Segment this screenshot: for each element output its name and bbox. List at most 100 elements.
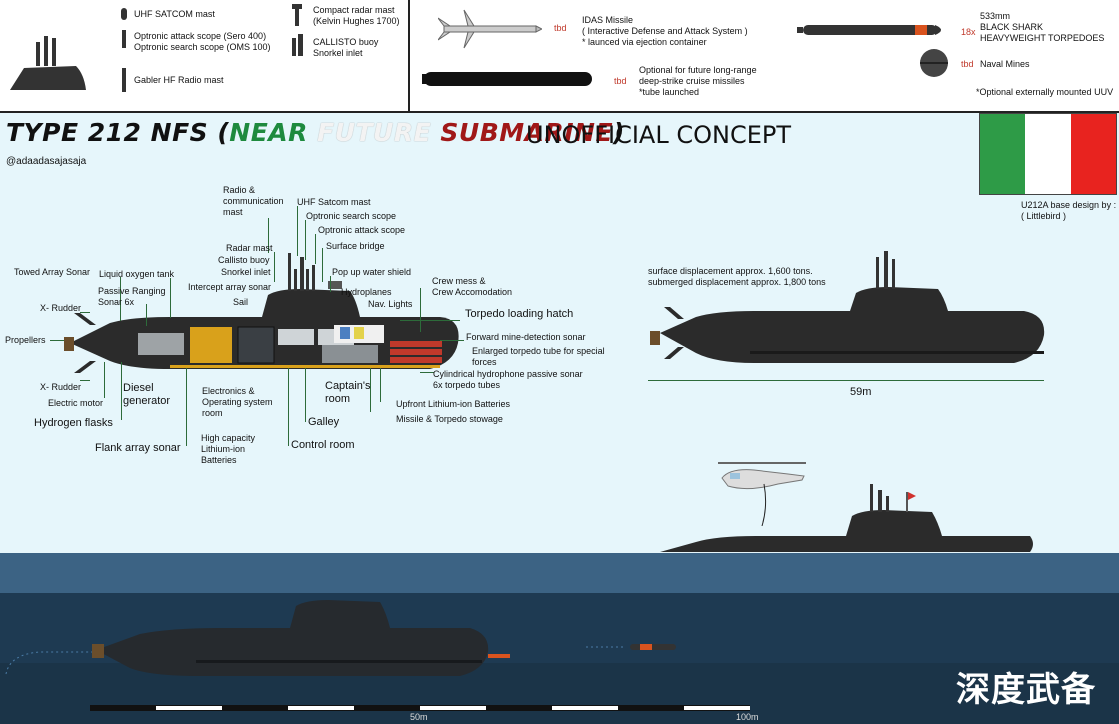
leader-galley (305, 368, 306, 422)
cruise-tbd: tbd (614, 76, 627, 86)
leader-search (305, 220, 306, 260)
label-sail: Sail (233, 297, 249, 307)
leader-propellers (50, 340, 64, 341)
leader-motor (104, 362, 105, 398)
submerged-submarine (5, 600, 510, 676)
idas-missile-icon (438, 9, 542, 49)
label-callisto: Callisto buoy (218, 255, 270, 265)
leader-popup (330, 276, 331, 292)
italy-flag (979, 113, 1117, 195)
watermark: 深度武备 (956, 670, 1096, 710)
legend-uhf-satcom: UHF SATCOM mast (134, 9, 215, 19)
label-towed-array: Towed Array Sonar (14, 267, 91, 277)
leader-towed (120, 277, 121, 321)
title-submarine: SUBMARINE (440, 118, 614, 147)
leader-tubes (420, 372, 434, 373)
torpedo-size: 533mm (980, 11, 1011, 21)
uuv-note: *Optional externally mounted UUV (976, 87, 1114, 97)
author-handle: @adaadasajasaja (6, 156, 87, 167)
flag-white (1025, 114, 1071, 194)
leader-lox (170, 278, 171, 318)
legend-callisto-1: CALLISTO buoy (313, 37, 379, 47)
legend-masts-section: UHF SATCOM mast Optronic attack scope (S… (0, 0, 410, 111)
label-uhf-satcom: UHF Satcom mast (297, 197, 371, 207)
legend-optronic-1: Optronic attack scope (Sero 400) (134, 31, 267, 41)
label-captain-1: Captain's (325, 380, 371, 392)
helicopter-icon (718, 462, 806, 526)
idas-line1: IDAS Missile (582, 15, 634, 25)
title-prefix: TYPE 212 NFS ( (6, 118, 230, 147)
cruise-missile-icon (422, 72, 592, 86)
leader-control (288, 368, 289, 446)
torpedo-line2: HEAVYWEIGHT TORPEDOES (980, 33, 1105, 43)
label-torpedo-hatch: Torpedo loading hatch (465, 308, 574, 320)
leader-xrudder-bottom (80, 380, 90, 381)
label-galley: Galley (308, 416, 340, 428)
label-crew-1: Crew mess & (432, 276, 486, 286)
label-enlarged-2: forces (472, 357, 497, 367)
title-suffix: ) (613, 118, 625, 147)
label-xrudder-top: X- Rudder (40, 303, 82, 313)
label-intercept-sonar: Intercept array sonar (188, 282, 272, 292)
spec-length: 59m (850, 386, 872, 398)
title-near: NEAR (229, 118, 308, 147)
naval-mine-icon (920, 49, 948, 77)
leader-radar (274, 252, 275, 282)
idas-line2: ( Interactive Defense and Attack System … (582, 26, 748, 36)
page-subtitle: UNOFFICIAL CONCEPT (526, 121, 792, 149)
label-electronics-1: Electronics & (202, 386, 255, 396)
label-hydroplanes: Hydroplanes (341, 287, 392, 297)
torpedo-line1: BLACK SHARK (980, 22, 1044, 32)
leader-uhf (297, 206, 298, 256)
legend-panel: UHF SATCOM mast Optronic attack scope (S… (0, 0, 1119, 113)
legend-callisto-2: Snorkel inlet (313, 48, 363, 58)
leader-bridge (322, 248, 323, 282)
length-dimension-line (648, 380, 1044, 381)
cruise-line1: Optional for future long-range (639, 65, 757, 75)
label-radio-1: Radio & (223, 185, 256, 195)
scale-end-label: 100m (736, 712, 759, 722)
label-electronics-2: Operating system (202, 397, 273, 407)
leader-radio (268, 218, 269, 253)
legend-gabler: Gabler HF Radio mast (134, 75, 224, 85)
credit-line2: ( Littlebird ) (1021, 211, 1067, 221)
label-propellers: Propellers (5, 335, 46, 345)
label-optronic-attack: Optronic attack scope (318, 225, 406, 235)
leader-hatch (400, 320, 460, 321)
spec-surface-displacement: surface displacement approx. 1,600 tons. (648, 266, 813, 276)
label-missile-stowage: Missile & Torpedo stowage (396, 414, 503, 424)
label-diesel-1: Diesel (123, 382, 154, 394)
label-enlarged-1: Enlarged torpedo tube for special (472, 346, 605, 356)
legend-radar-2: (Kelvin Hughes 1700) (313, 16, 400, 26)
label-radio-2: communication (223, 196, 284, 206)
scale-bar (90, 705, 750, 711)
leader-upfront (380, 368, 381, 402)
label-upfront-batteries: Upfront Lithium-ion Batteries (396, 399, 511, 409)
label-xrudder-bottom: X- Rudder (40, 382, 82, 392)
cutaway-submarine (64, 253, 459, 373)
title-future: FUTURE (317, 118, 432, 147)
label-cyl-sonar: Cylindrical hydrophone passive sonar (433, 369, 583, 379)
leader-ranging (146, 304, 147, 326)
mines-label: Naval Mines (980, 59, 1030, 69)
credit-line1: U212A base design by : (1021, 200, 1117, 210)
label-snorkel: Snorkel inlet (221, 267, 271, 277)
sail-silhouette-icon (10, 36, 86, 90)
black-shark-torpedo-icon (797, 25, 941, 35)
label-radar-mast: Radar mast (226, 243, 273, 253)
label-flank-sonar: Flank array sonar (95, 442, 181, 454)
flag-red (1070, 114, 1116, 194)
surfaced-submarine (660, 484, 1033, 552)
label-batteries-2: Lithium-ion (201, 444, 246, 454)
leader-xrudder-top (80, 312, 90, 313)
label-captain-2: room (325, 393, 351, 405)
label-torpedo-tubes: 6x torpedo tubes (433, 380, 501, 390)
torpedo-count: 18x (961, 27, 976, 37)
label-ranging-1: Passive Ranging (98, 286, 166, 296)
mines-tbd: tbd (961, 59, 974, 69)
optronic-scope-icon (122, 30, 126, 48)
label-crew-2: Crew Accomodation (432, 287, 513, 297)
label-electronics-3: room (202, 408, 223, 418)
leader-attack (315, 234, 316, 264)
cruise-line3: *tube launched (639, 87, 700, 97)
